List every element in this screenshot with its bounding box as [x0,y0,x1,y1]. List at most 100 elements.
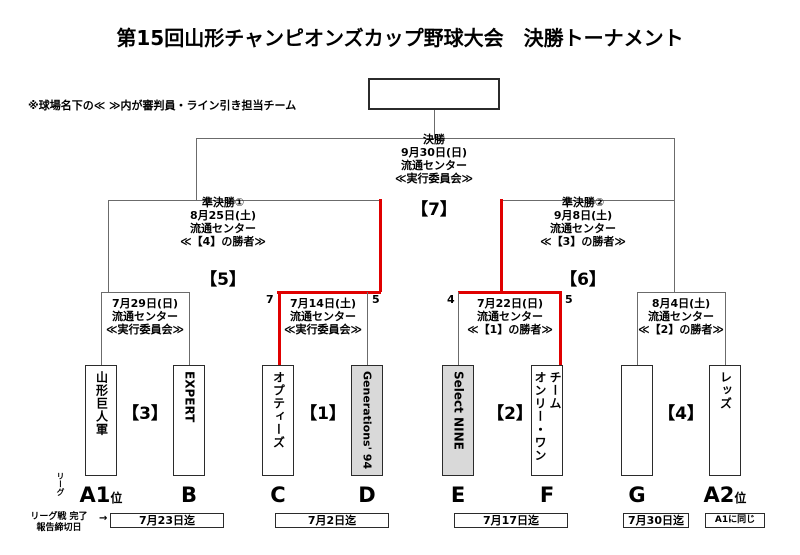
winner-path-qf-3-right-leg [559,291,562,365]
connector-qf-2-right-leg [367,292,368,365]
semifinal-1-round-label: 準決勝① [201,196,245,209]
deadline-box-ef: 7月17日迄 [454,513,568,528]
final-officials: ≪実行委員会≫ [394,172,474,185]
qf-3-score-right: 5 [565,293,573,306]
connector-semifinal-1-left-leg [108,200,109,292]
winner-path-qf-3-bar [458,291,562,294]
deadline-report-label: リーグ戦 完了 報告締切日 [14,512,104,534]
final-date: 9月30日(日) [400,146,468,159]
group-label-e: E [428,483,488,507]
team-name-d: Generations' 94 [360,371,374,470]
team-box-g[interactable] [621,365,653,476]
qf-1-officials: ≪実行委員会≫ [105,323,185,336]
semifinal-2-venue: 流通センター [550,222,616,235]
team-name-c: オプティーズ [271,371,286,449]
team-box-c[interactable]: オプティーズ [262,365,294,476]
group-letter-c: C [270,483,286,507]
deadline-box-cd: 7月2日迄 [275,513,389,528]
team-name-b: EXPERT [182,371,197,423]
connector-final-left-leg [196,138,197,200]
qf-4-date: 8月4日(土) [651,297,711,310]
team-name-e: Select NINE [451,371,466,450]
qf-2-date: 7月14日(土) [289,297,357,310]
deadline-box-a2: A1に同じ [705,513,765,528]
connector-champion-stem [434,110,435,138]
qf-4-match-info: 8月4日(土) 流通センター ≪【2】の勝者≫ [621,297,741,336]
qf-3-tag: 【2】 [487,404,533,424]
group-letter-d: D [358,483,376,507]
semifinal-2-tag: 【6】 [560,270,606,290]
group-label-d: D [337,483,397,507]
team-box-f[interactable]: チーム オンリー・ワン [531,365,563,476]
group-letter-b: B [180,483,197,507]
group-label-a2: A2位 [695,483,755,507]
team-name-a1: 山形巨人軍 [94,371,109,436]
connector-semifinal-1-bar [108,200,380,201]
group-label-c: C [248,483,308,507]
qf-1-date: 7月29日(日) [111,297,179,310]
final-match-info: 決勝 9月30日(日) 流通センター ≪実行委員会≫ [374,133,494,185]
champion-box [368,78,500,110]
qf-3-venue: 流通センター [477,310,543,323]
team-box-d[interactable]: Generations' 94 [351,365,383,476]
connector-qf-4-right-leg [725,292,726,365]
group-letter-f: F [539,483,555,507]
team-name-a2: レッズ [718,371,733,410]
qf-3-date: 7月22日(日) [476,297,544,310]
deadline-arrow-icon: → [99,513,108,524]
connector-semifinal-2-right-leg [674,200,675,292]
qf-4-venue: 流通センター [648,310,714,323]
qf-2-score-right: 5 [372,293,380,306]
qf-1-tag: 【3】 [122,404,168,424]
semifinal-2-officials: ≪【3】の勝者≫ [540,235,626,248]
semifinal-1-tag: 【5】 [200,270,246,290]
qf-2-match-info: 7月14日(土) 流通センター ≪実行委員会≫ [263,297,383,336]
league-vertical-label: リーグ [56,472,65,496]
team-box-a1[interactable]: 山形巨人軍 [85,365,117,476]
qf-3-officials: ≪【1】の勝者≫ [467,323,553,336]
winner-path-semifinal-2-left-leg [500,199,503,292]
group-letter-a2: A2 [703,483,735,507]
connector-qf-3-left-leg [458,292,459,365]
qf-2-officials: ≪実行委員会≫ [283,323,363,336]
semifinal-2-match-info: 準決勝② 9月8日(土) 流通センター ≪【3】の勝者≫ [523,196,643,248]
connector-qf-4-bar [637,292,725,293]
winner-path-qf-2-left-leg [278,291,281,365]
group-label-b: B [159,483,219,507]
qf-3-match-info: 7月22日(日) 流通センター ≪【1】の勝者≫ [450,297,570,336]
final-tag: 【7】 [411,200,457,220]
semifinal-1-officials: ≪【4】の勝者≫ [180,235,266,248]
team-box-a2[interactable]: レッズ [709,365,741,476]
final-venue: 流通センター [401,159,467,172]
semifinal-1-match-info: 準決勝① 8月25日(土) 流通センター ≪【4】の勝者≫ [163,196,283,248]
page-title: 第15回山形チャンピオンズカップ野球大会 決勝トーナメント [116,26,684,50]
team-box-e[interactable]: Select NINE [442,365,474,476]
group-label-a1: A1位 [71,483,131,507]
group-letter-a1: A1 [79,483,111,507]
connector-final-bar [196,138,674,139]
group-rank-a1: 位 [110,491,123,505]
connector-qf-1-left-leg [101,292,102,365]
group-label-f: F [517,483,577,507]
qf-3-score-left: 4 [447,293,455,306]
team-box-b[interactable]: EXPERT [173,365,205,476]
deadline-box-ab: 7月23日迄 [110,513,224,528]
group-letter-e: E [450,483,466,507]
group-label-g: G [607,483,667,507]
qf-1-venue: 流通センター [112,310,178,323]
final-round-label: 決勝 [423,133,445,146]
qf-2-venue: 流通センター [290,310,356,323]
team-name-f-line1: チーム [548,371,562,410]
team-name-f-line2: オンリー・ワン [533,371,547,462]
connector-semifinal-2-bar [500,200,674,201]
qf-2-score-left: 7 [266,293,274,306]
qf-4-officials: ≪【2】の勝者≫ [638,323,724,336]
deadline-box-g: 7月30日迄 [623,513,689,528]
deadline-label-line2: 報告締切日 [36,523,82,533]
winner-path-qf-2-bar [277,291,381,294]
group-letter-g: G [628,483,646,507]
semifinal-2-date: 9月8日(土) [553,209,613,222]
winner-path-semifinal-1-right-leg [379,199,382,292]
qf-1-match-info: 7月29日(日) 流通センター ≪実行委員会≫ [85,297,205,336]
